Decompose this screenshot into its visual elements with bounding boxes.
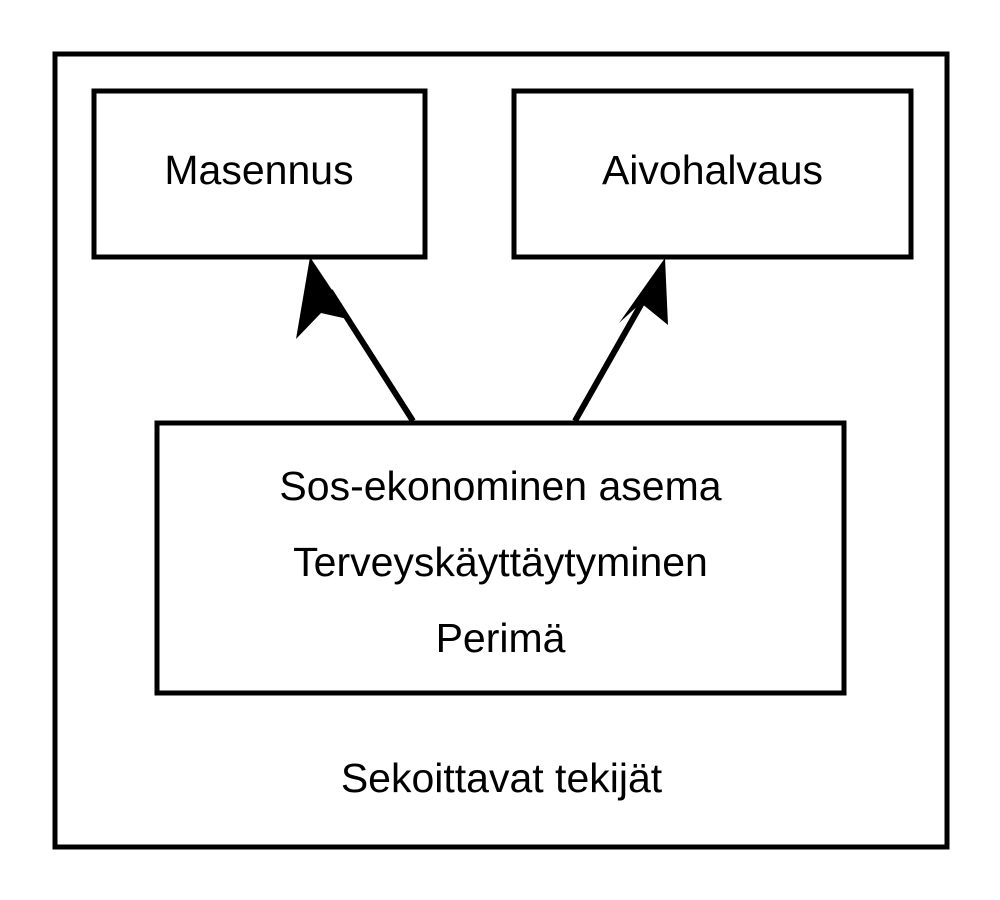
edge-confounders-to-masennus	[296, 257, 416, 423]
edge-line	[572, 292, 650, 423]
node-box-confounders[interactable]	[154, 420, 847, 696]
node-label-aivohalvaus: Aivohalvaus	[601, 147, 824, 193]
confounder-line-genetics: Perimä	[435, 615, 566, 661]
node-box-masennus[interactable]	[91, 88, 428, 260]
node-label-masennus: Masennus	[164, 147, 354, 193]
node-label-confounders: Sos-ekonominen asema Terveyskäyttäytymin…	[156, 462, 845, 690]
confounder-frame-caption: Sekoittavat tekijät	[340, 755, 663, 801]
confounder-line-socioeconomic: Sos-ekonominen asema	[279, 463, 722, 509]
arrowhead-icon	[619, 258, 668, 325]
node-box-aivohalvaus[interactable]	[511, 88, 914, 260]
confounder-line-health-behaviour: Terveyskäyttäytyminen	[293, 539, 708, 585]
arrowhead-icon	[296, 257, 352, 339]
edge-confounders-to-aivohalvaus	[572, 258, 668, 423]
